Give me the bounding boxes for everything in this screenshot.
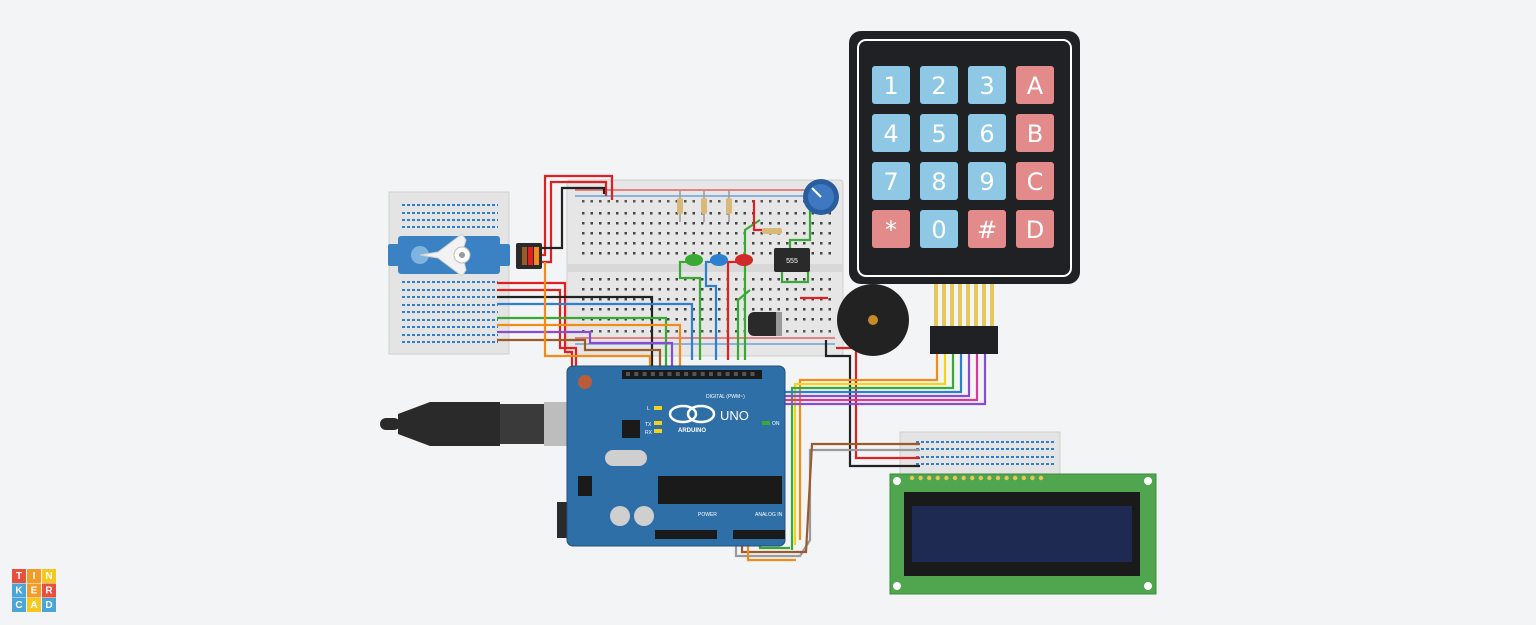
keypad-key-label: A (1027, 72, 1044, 100)
keypad-key-label: 1 (883, 72, 898, 100)
arduino-brand: ARDUINO (678, 428, 706, 434)
keypad-key-2[interactable]: 2 (920, 66, 958, 104)
arduino-model: UNO (720, 408, 749, 423)
keypad-key-label: 5 (931, 120, 946, 148)
resistors[interactable] (677, 190, 782, 234)
logo-letter: D (45, 600, 52, 611)
keypad-key-0[interactable]: 0 (920, 210, 958, 248)
keypad-key-label: 0 (931, 216, 946, 244)
capacitor[interactable] (748, 312, 782, 336)
keypad-key-5[interactable]: 5 (920, 114, 958, 152)
ribbon-wire (950, 284, 954, 326)
keypad-key-9[interactable]: 9 (968, 162, 1006, 200)
leds[interactable] (685, 254, 753, 266)
led-l-label: L (647, 406, 650, 412)
power-label: POWER (698, 512, 717, 518)
ribbon-wire (982, 284, 986, 326)
led-rx-label: RX (645, 430, 653, 436)
potentiometer[interactable] (803, 179, 839, 215)
on-label: ON (772, 421, 780, 427)
keypad-key-star[interactable]: * (872, 210, 910, 248)
keypad-key-label: * (885, 216, 897, 244)
logo-letter: R (45, 586, 53, 597)
keypad-key-1[interactable]: 1 (872, 66, 910, 104)
keypad-key-D[interactable]: D (1016, 210, 1054, 248)
keypad-key-A[interactable]: A (1016, 66, 1054, 104)
keypad-key-label: 8 (931, 168, 946, 196)
ribbon-wire (974, 284, 978, 326)
keypad-key-label: 7 (883, 168, 898, 196)
arduino-uno[interactable]: ARDUINO UNO DIGITAL (PWM~) POWER ANALOG … (380, 365, 786, 547)
logo-letter: I (33, 571, 36, 582)
led-tx-label: TX (645, 422, 652, 428)
keypad-key-3[interactable]: 3 (968, 66, 1006, 104)
keypad-key-8[interactable]: 8 (920, 162, 958, 200)
keypad-4x4[interactable]: 1 2 3 A 4 5 6 B 7 8 9 C * 0 # D (849, 31, 1080, 354)
mini-breadboard-right[interactable] (899, 431, 1061, 475)
digital-label: DIGITAL (PWM~) (706, 394, 745, 400)
logo-letter: E (31, 586, 38, 597)
ribbon-wire (990, 284, 994, 326)
logo-letter: C (15, 600, 22, 611)
keypad-key-label: 2 (931, 72, 946, 100)
logo-letter: A (30, 600, 37, 611)
lcd-16x2[interactable] (889, 473, 1157, 595)
servo-motor[interactable] (388, 233, 542, 277)
ic-555[interactable]: 555 (774, 248, 810, 272)
keypad-key-label: 4 (883, 120, 898, 148)
keypad-key-6[interactable]: 6 (968, 114, 1006, 152)
ic-label: 555 (786, 258, 798, 265)
keypad-key-label: # (977, 216, 997, 244)
ribbon-wire (966, 284, 970, 326)
ribbon-wire (958, 284, 962, 326)
keypad-key-C[interactable]: C (1016, 162, 1054, 200)
piezo-buzzer[interactable] (837, 284, 909, 356)
ribbon-wire (942, 284, 946, 326)
keypad-key-label: B (1027, 120, 1043, 148)
keypad-key-label: 3 (979, 72, 994, 100)
keypad-key-label: C (1027, 168, 1044, 196)
logo-letter: T (16, 571, 22, 582)
ribbon-wire (934, 284, 938, 326)
logo-letter: K (15, 586, 23, 597)
keypad-key-hash[interactable]: # (968, 210, 1006, 248)
keypad-key-4[interactable]: 4 (872, 114, 910, 152)
logo-letter: N (45, 571, 52, 582)
analog-label: ANALOG IN (755, 512, 783, 518)
keypad-key-B[interactable]: B (1016, 114, 1054, 152)
keypad-key-label: 6 (979, 120, 994, 148)
keypad-key-label: 9 (979, 168, 994, 196)
keypad-key-label: D (1026, 216, 1044, 244)
keypad-key-7[interactable]: 7 (872, 162, 910, 200)
